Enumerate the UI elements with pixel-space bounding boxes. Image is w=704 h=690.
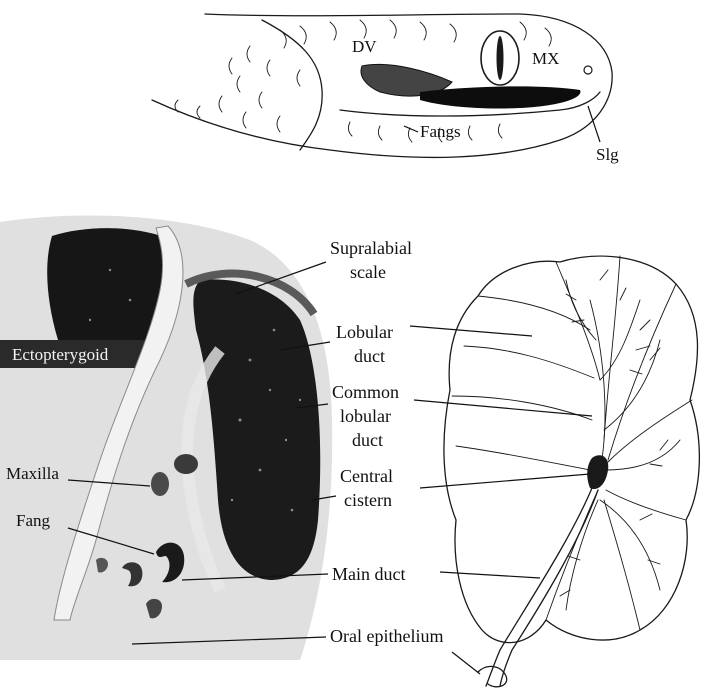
label-slg: Slg xyxy=(596,145,619,164)
label-common-3: duct xyxy=(352,430,383,450)
central-cistern xyxy=(587,455,608,489)
label-central-2: cistern xyxy=(344,490,392,510)
label-central-1: Central xyxy=(340,466,393,486)
gland-lobes xyxy=(452,256,692,630)
gland-ducts xyxy=(560,270,680,610)
nostril-icon xyxy=(584,66,592,74)
label-maxilla: Maxilla xyxy=(6,464,59,483)
label-supralabial-2: scale xyxy=(350,262,386,282)
leader-common-right xyxy=(414,400,592,416)
label-ectopterygoid: Ectopterygoid xyxy=(12,345,109,364)
label-lobular-2: duct xyxy=(354,346,385,366)
label-lobular-1: Lobular xyxy=(336,322,393,342)
leader-oral-right xyxy=(452,652,480,674)
label-main-duct: Main duct xyxy=(332,564,406,584)
label-oral-epithelium: Oral epithelium xyxy=(330,626,443,646)
label-common-2: lobular xyxy=(340,406,391,426)
histology-section xyxy=(0,216,332,660)
label-fangs: Fangs xyxy=(420,122,461,141)
supralabial-gland xyxy=(420,86,580,108)
leader-lobular-right xyxy=(410,326,532,336)
label-supralabial-1: Supralabial xyxy=(330,238,412,258)
label-mx: MX xyxy=(532,49,559,68)
leader-fangs xyxy=(404,126,418,132)
snake-head-illustration xyxy=(152,14,612,157)
label-common-1: Common xyxy=(332,382,399,402)
label-dv: DV xyxy=(352,37,377,56)
gland-drawing xyxy=(444,256,699,687)
pupil xyxy=(497,36,504,80)
leader-main-duct-right xyxy=(440,572,540,578)
label-fang: Fang xyxy=(16,511,51,530)
